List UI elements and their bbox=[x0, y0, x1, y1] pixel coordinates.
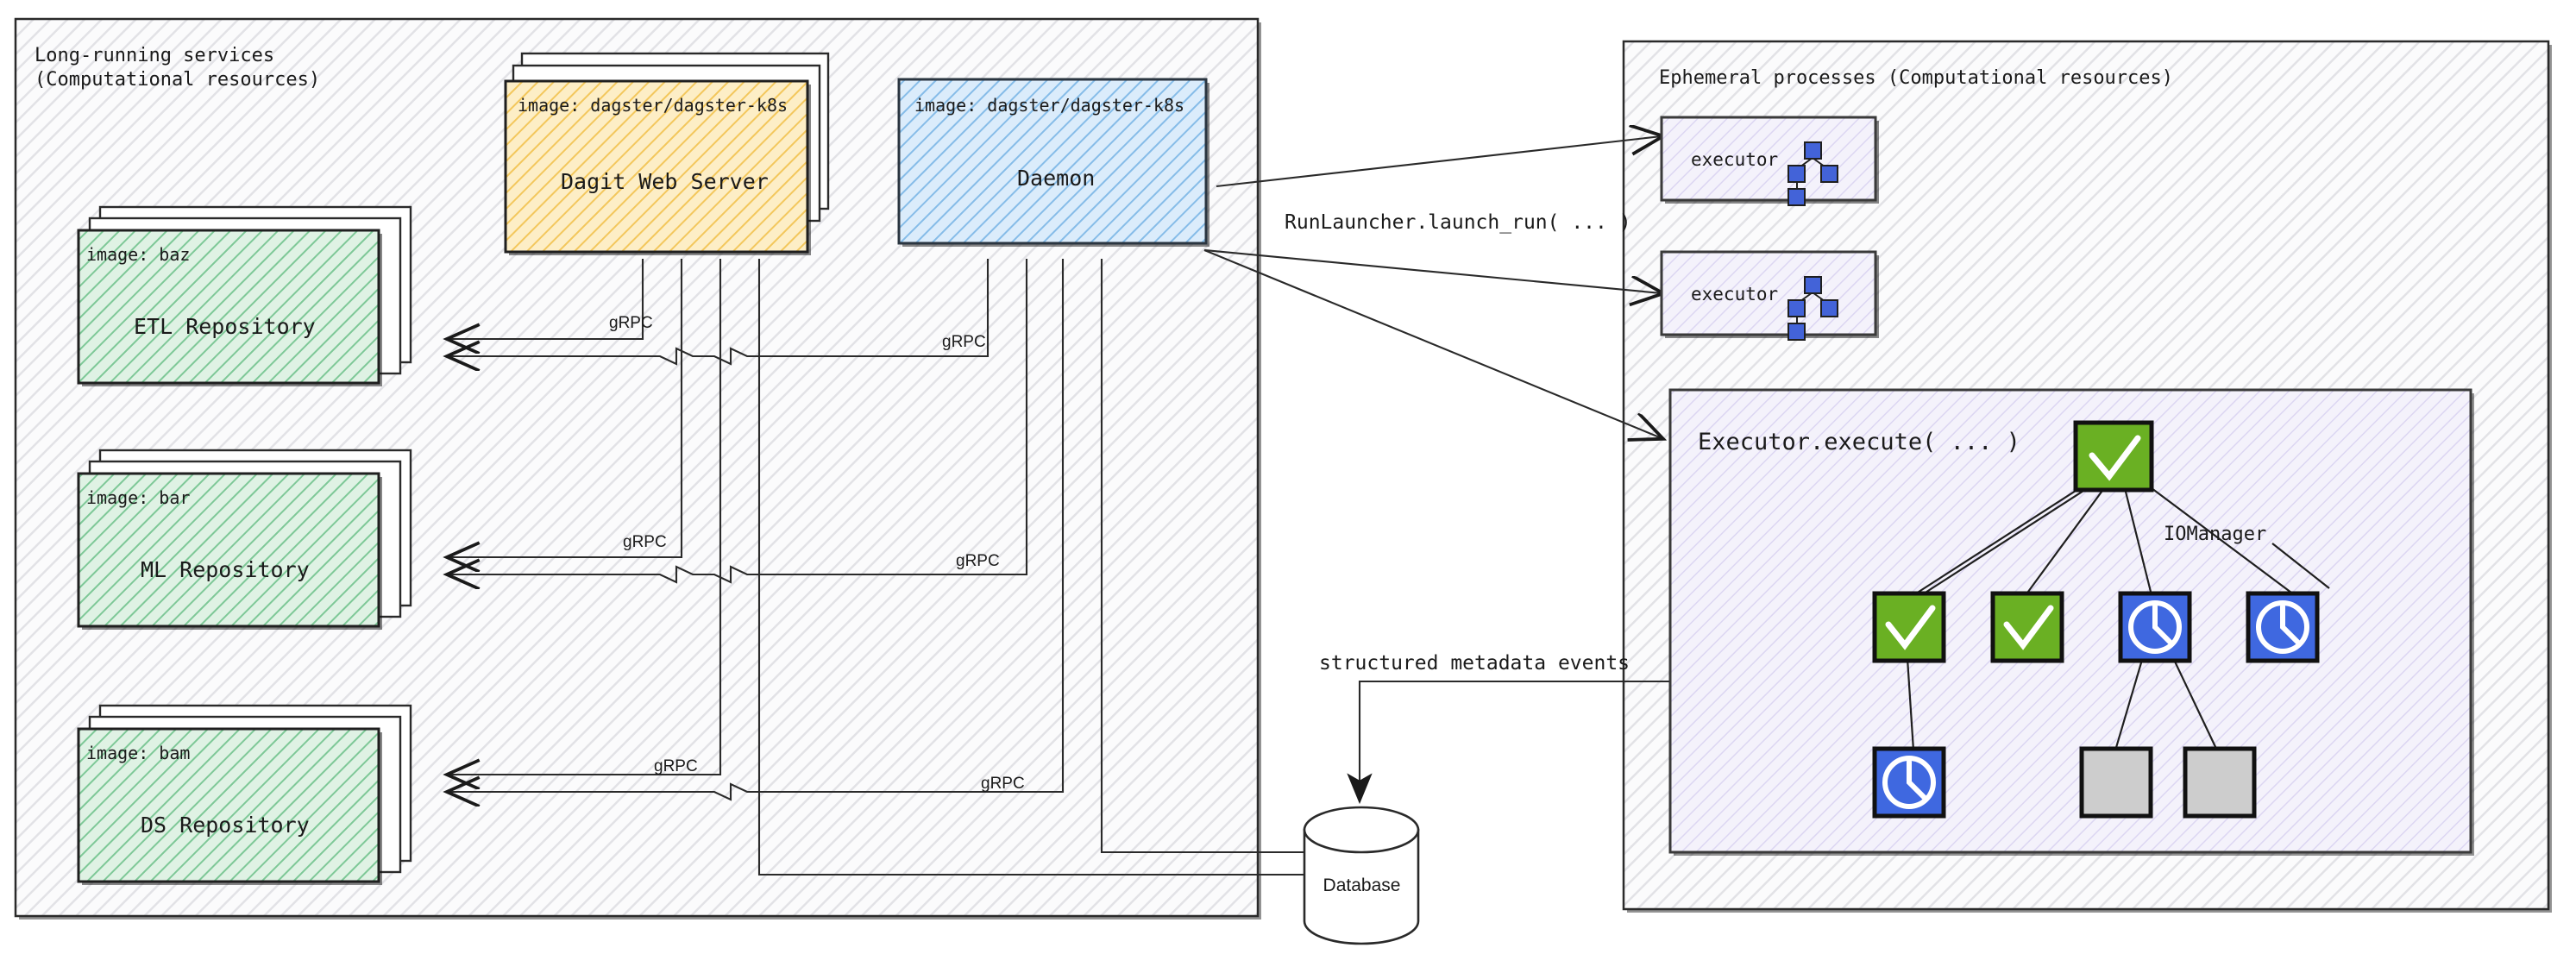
database-cylinder[interactable] bbox=[1303, 806, 1420, 945]
dag-icon bbox=[1787, 276, 1838, 341]
service-card-daemon[interactable] bbox=[897, 78, 1209, 247]
execute-panel bbox=[1668, 388, 2474, 856]
repo-title-etl: ETL Repository bbox=[134, 314, 316, 339]
dag-node-c4[interactable] bbox=[2246, 591, 2320, 663]
dag-node-g3[interactable] bbox=[2183, 746, 2257, 819]
grpc-label-3: gRPC bbox=[623, 533, 667, 551]
executor-box-1[interactable] bbox=[1660, 116, 1879, 206]
repository-card-etl[interactable] bbox=[77, 205, 412, 386]
left-panel-title-line2: (Computational resources) bbox=[35, 69, 321, 91]
dag-edges bbox=[1905, 482, 2330, 751]
repo-image-label-ds: image: bam bbox=[86, 743, 191, 763]
dagit-title: Dagit Web Server bbox=[561, 169, 769, 194]
repo-image-label-etl: image: baz bbox=[86, 244, 191, 265]
dag-node-c2[interactable] bbox=[1990, 591, 2064, 663]
repo-image-label-ml: image: bar bbox=[86, 487, 191, 508]
run-launcher-label: RunLauncher.launch_run( ... ) bbox=[1285, 211, 1631, 234]
iomanager-label: IOManager bbox=[2164, 524, 2267, 545]
daemon-title: Daemon bbox=[1017, 166, 1096, 191]
executor-label-1: executor bbox=[1691, 149, 1779, 170]
database-label: Database bbox=[1323, 876, 1401, 895]
dag-node-root[interactable] bbox=[2073, 420, 2154, 493]
executor-label-2: executor bbox=[1691, 284, 1779, 304]
left-panel-title-line1: Long-running services bbox=[35, 45, 275, 66]
repository-card-ml[interactable] bbox=[77, 449, 412, 630]
service-card-dagit[interactable] bbox=[504, 52, 830, 255]
repo-title-ml: ML Repository bbox=[141, 557, 310, 582]
dag-node-g1[interactable] bbox=[1872, 746, 1946, 819]
execute-panel-title: Executor.execute( ... ) bbox=[1698, 429, 2020, 455]
dag-node-c1[interactable] bbox=[1872, 591, 1946, 663]
repository-card-ds[interactable] bbox=[77, 704, 412, 885]
repo-title-ds: DS Repository bbox=[141, 813, 310, 838]
dagit-image-label: image: dagster/dagster-k8s bbox=[518, 95, 789, 116]
dag-node-g2[interactable] bbox=[2079, 746, 2153, 819]
dag-nodes bbox=[1872, 420, 2320, 819]
grpc-label-5: gRPC bbox=[654, 757, 698, 775]
grpc-label-4: gRPC bbox=[956, 552, 1000, 570]
dag-icon bbox=[1787, 141, 1838, 206]
dag-node-c3[interactable] bbox=[2118, 591, 2192, 663]
right-panel-title: Ephemeral processes (Computational resou… bbox=[1659, 67, 2174, 89]
daemon-image-label: image: dagster/dagster-k8s bbox=[914, 95, 1185, 116]
metadata-events-label: structured metadata events bbox=[1319, 652, 1630, 675]
connector-layer bbox=[449, 136, 1670, 875]
grpc-label-1: gRPC bbox=[609, 314, 653, 332]
grpc-label-6: gRPC bbox=[981, 775, 1025, 793]
executor-box-2[interactable] bbox=[1660, 250, 1879, 341]
grpc-label-2: gRPC bbox=[942, 333, 986, 351]
